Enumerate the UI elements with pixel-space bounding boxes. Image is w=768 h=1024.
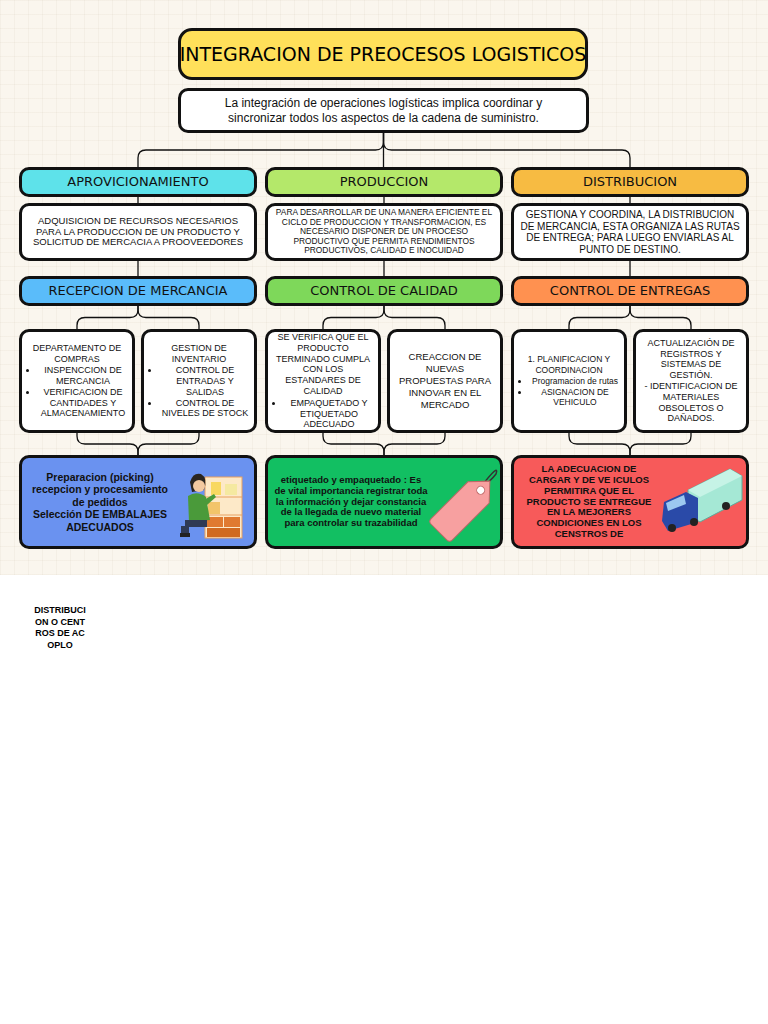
activity-box: Preparacion (picking) recepcion y proces… <box>19 455 257 549</box>
process-header: CONTROL DE ENTREGAS <box>511 276 749 306</box>
node-text: PARA DESARROLLAR DE UNA MANERA EFICIENTE… <box>272 208 496 255</box>
node-text: GESTIONA Y COORDINA, LA DISTRIBUCION DE … <box>518 209 742 255</box>
bullet-item: CONTROL DE ENTRADAS Y SALIDAS <box>160 365 250 397</box>
node-text: LA ADECUACION DE CARGAR Y DE VE ICULOS P… <box>520 464 658 540</box>
activity-box: LA ADECUACION DE CARGAR Y DE VE ICULOS P… <box>511 455 749 549</box>
tree-connector <box>137 261 138 276</box>
tree-connector <box>384 433 445 455</box>
node-text: DISTRIBUCION <box>583 174 677 190</box>
tree-connector <box>323 433 384 455</box>
category-header: PRODUCCION <box>265 167 503 197</box>
bullet-item: CONTROL DE NIVELES DE STOCK <box>160 398 250 420</box>
node-text: SE VERIFICA QUE EL PRODUCTO TERMINADO CU… <box>272 332 374 397</box>
category-header: APROVICIONAMIENTO <box>19 167 257 197</box>
tree-connector <box>630 306 691 329</box>
activity-box: etiquetado y empaquetado : Es de vital i… <box>265 455 503 549</box>
node-text: etiquetado y empaquetado : Es de vital i… <box>274 475 428 528</box>
node-text: PRODUCCION <box>340 174 429 190</box>
detail-box: SE VERIFICA QUE EL PRODUCTO TERMINADO CU… <box>265 329 381 433</box>
description-box: ADQUISICION DE RECURSOS NECESARIOS PARA … <box>19 203 257 261</box>
tree-connector <box>569 433 630 455</box>
node-text: Preparacion (picking) recepcion y proces… <box>28 471 172 509</box>
tree-connector <box>77 433 138 455</box>
detail-box: GESTION DE INVENTARIOCONTROL DE ENTRADAS… <box>141 329 257 433</box>
detail-box: CREACCION DE NUEVAS PROPUESTAS PARA INNO… <box>387 329 503 433</box>
tree-connector <box>138 306 199 329</box>
stray-note: DISTRIBUCION O CENTROS DE ACOPLO <box>33 605 87 652</box>
tree-connector <box>630 433 691 455</box>
truck-illustration <box>662 469 742 532</box>
node-text: 1. PLANIFICACION Y COORDINACION <box>518 354 620 375</box>
price-tag-illustration <box>428 470 500 542</box>
tree-connector <box>384 133 631 167</box>
node-text: CONTROL DE CALIDAD <box>310 283 458 299</box>
node-text: RECEPCION DE MERCANCIA <box>48 283 227 299</box>
node-text: ACTUALIZACIÓN DE REGISTROS Y SISTEMAS DE… <box>640 338 742 381</box>
detail-box: DEPARTAMENTO DE COMPRASINSPENCCION DE ME… <box>19 329 135 433</box>
node-text: CREACCION DE NUEVAS PROPUESTAS PARA INNO… <box>394 351 496 410</box>
bullet-item: ASIGNACION DE VEHICULO <box>530 387 620 408</box>
tree-connector <box>323 306 384 329</box>
tree-connector <box>138 133 384 167</box>
tree-connector <box>629 261 630 276</box>
tree-connector <box>384 306 445 329</box>
bullet-item: EMPAQUETADO Y ETIQUETADO ADECUADO <box>284 398 374 430</box>
description-box: PARA DESARROLLAR DE UNA MANERA EFICIENTE… <box>265 203 503 261</box>
bullet-item: INSPENCCION DE MERCANCIA <box>38 365 128 387</box>
bullet-item: VERIFICACION DE CANTIDADES Y ALMACENAMIE… <box>38 387 128 419</box>
picking-illustration <box>180 474 242 538</box>
process-header: RECEPCION DE MERCANCIA <box>19 276 257 306</box>
bullet-list: INSPENCCION DE MERCANCIAVERIFICACION DE … <box>26 365 128 419</box>
bullet-list: CONTROL DE ENTRADAS Y SALIDASCONTROL DE … <box>148 365 250 419</box>
tree-connector <box>383 261 384 276</box>
intro-box: La integración de operaciones logísticas… <box>178 88 589 133</box>
description-box: GESTIONA Y COORDINA, LA DISTRIBUCION DE … <box>511 203 749 261</box>
node-text: La integración de operaciones logísticas… <box>201 96 566 125</box>
tree-connector <box>138 433 199 455</box>
category-header: DISTRIBUCION <box>511 167 749 197</box>
bullet-list: Programacion de rutasASIGNACION DE VEHIC… <box>518 376 620 408</box>
title-banner: INTEGRACION DE PREOCESOS LOGISTICOS <box>178 28 588 80</box>
bullet-list: EMPAQUETADO Y ETIQUETADO ADECUADO <box>272 398 374 430</box>
node-text: APROVICIONAMIENTO <box>67 174 208 190</box>
tree-connector <box>569 306 630 329</box>
bullet-item: Programacion de rutas <box>530 376 620 387</box>
node-text: CONTROL DE ENTREGAS <box>550 283 710 299</box>
node-text: ADQUISICION DE RECURSOS NECESARIOS PARA … <box>26 216 250 249</box>
tree-connector <box>77 306 138 329</box>
node-subtext: - IDENTIFICACION DE MATERIALES OBSOLETOS… <box>640 381 742 424</box>
node-text: DEPARTAMENTO DE COMPRAS <box>26 343 128 365</box>
node-text: GESTION DE INVENTARIO <box>148 343 250 365</box>
process-header: CONTROL DE CALIDAD <box>265 276 503 306</box>
detail-box: ACTUALIZACIÓN DE REGISTROS Y SISTEMAS DE… <box>633 329 749 433</box>
detail-box: 1. PLANIFICACION Y COORDINACIONProgramac… <box>511 329 627 433</box>
node-subtext: Selección DE EMBALAJES ADECUADOS <box>28 508 172 533</box>
